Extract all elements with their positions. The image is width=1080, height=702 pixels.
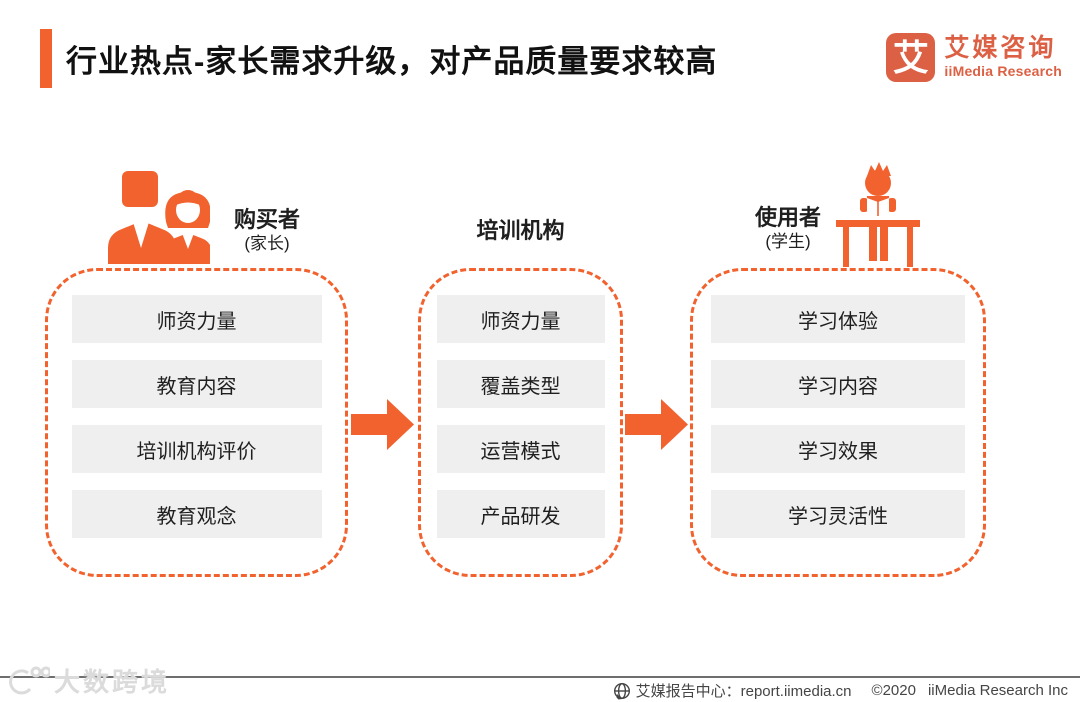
list-item: 师资力量	[436, 295, 605, 343]
iimedia-logo-icon: 艾	[886, 33, 936, 82]
list-item: 产品研发	[436, 490, 605, 538]
arrow-right-icon	[351, 399, 414, 450]
globe-icon	[613, 682, 630, 699]
list-item: 培训机构评价	[71, 425, 322, 473]
list-item: 学习内容	[711, 360, 965, 408]
column-role: 使用者	[754, 205, 821, 230]
institution-panel: 师资力量 覆盖类型 运营模式 产品研发	[418, 268, 623, 577]
watermark-logo-icon	[9, 666, 50, 694]
buyer-panel: 师资力量 教育内容 培训机构评价 教育观念	[45, 268, 348, 577]
watermark: 大数跨境	[6, 662, 170, 699]
column-sub: (家长)	[244, 234, 290, 254]
column-role: 培训机构	[476, 218, 565, 243]
list-item: 运营模式	[436, 425, 605, 473]
footer-divider	[0, 676, 1080, 678]
column-role: 购买者	[233, 207, 300, 232]
title-accent-bar	[40, 29, 52, 88]
list-item: 覆盖类型	[436, 360, 605, 408]
logo-glyph: 艾	[892, 36, 929, 78]
list-item: 学习体验	[711, 295, 965, 343]
watermark-text: 大数跨境	[54, 667, 171, 697]
list-item: 教育内容	[71, 360, 322, 408]
logo-name-en: iiMedia Research	[944, 62, 1062, 79]
column-sub: (学生)	[765, 232, 811, 252]
arrow-right-icon	[625, 399, 688, 450]
logo-name-cn: 艾媒咨询	[944, 34, 1057, 63]
list-item: 教育观念	[71, 490, 322, 538]
list-item: 学习灵活性	[711, 490, 965, 538]
iimedia-logo: 艾 艾媒咨询 iiMedia Research	[886, 33, 1062, 82]
footer: 艾媒报告中心：report.iimedia.cn ©2020 iiMedia R…	[613, 680, 1068, 701]
list-item: 学习效果	[711, 425, 965, 473]
parents-icon	[108, 171, 210, 264]
column-header-buyer: 购买者 (家长)	[212, 207, 322, 256]
page-title: 行业热点-家长需求升级，对产品质量要求较高	[66, 44, 718, 79]
list-item: 师资力量	[71, 295, 322, 343]
footer-copyright: ©2020	[871, 682, 916, 699]
footer-report-center: 艾媒报告中心：report.iimedia.cn	[635, 683, 852, 700]
footer-company: iiMedia Research Inc	[927, 682, 1068, 699]
user-panel: 学习体验 学习内容 学习效果 学习灵活性	[690, 268, 986, 577]
column-header-institution: 培训机构	[418, 218, 623, 244]
logo-text: 艾媒咨询 iiMedia Research	[944, 35, 1062, 79]
column-header-user: 使用者 (学生)	[733, 205, 843, 254]
student-icon	[836, 162, 920, 267]
